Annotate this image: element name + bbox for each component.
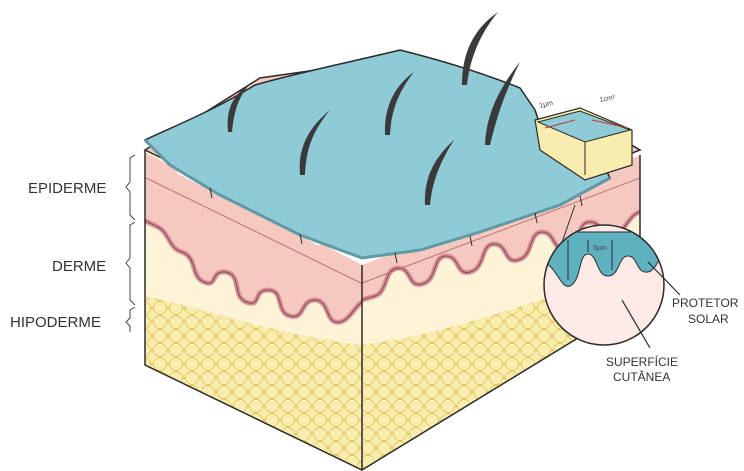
label-hipoderme: HIPODERME <box>10 314 101 331</box>
label-protetor-line1: PROTETOR <box>672 296 739 310</box>
label-superficie-line2: CUTÂNEA <box>613 369 670 384</box>
dim-label-1um: 1µm <box>539 100 554 110</box>
label-superficie-line1: SUPERFÍCIE <box>606 354 678 369</box>
layer-labels: EPIDERME DERME HIPODERME <box>10 180 106 331</box>
label-epiderme: EPIDERME <box>28 180 106 197</box>
layer-brackets <box>126 155 135 332</box>
dim-label-1cm2: 1cm² <box>599 94 616 104</box>
label-derme: DERME <box>52 258 106 275</box>
label-protetor-line2: SOLAR <box>688 312 729 326</box>
dim-label-5um: 5µm <box>593 245 607 252</box>
